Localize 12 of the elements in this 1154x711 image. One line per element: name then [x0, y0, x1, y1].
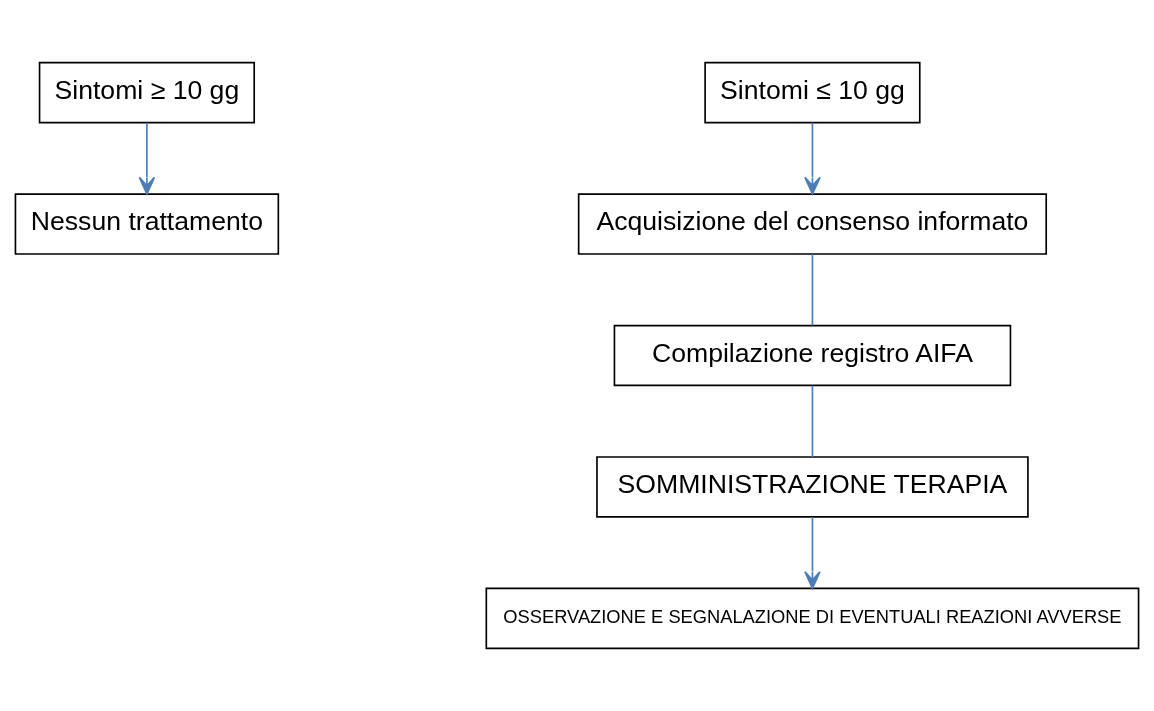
node-box: Sintomi ≥ 10 gg: [38, 61, 256, 124]
node-box: Acquisizione del consenso informato: [577, 193, 1048, 255]
node-box: Nessun trattamento: [14, 193, 280, 255]
node-box: Sintomi ≤ 10 gg: [704, 61, 921, 124]
node-box: Compilazione registro AIFA: [613, 324, 1012, 387]
connector: [811, 384, 814, 458]
node-box: SOMMINISTRAZIONE TERAPIA: [596, 456, 1029, 518]
node-box: OSSERVAZIONE E SEGNALAZIONE DI EVENTUALI REAZIONI AVVERSE: [485, 587, 1140, 650]
arrow: [138, 121, 156, 195]
connector: [811, 253, 814, 327]
arrow: [804, 121, 821, 195]
arrow: [804, 516, 821, 590]
